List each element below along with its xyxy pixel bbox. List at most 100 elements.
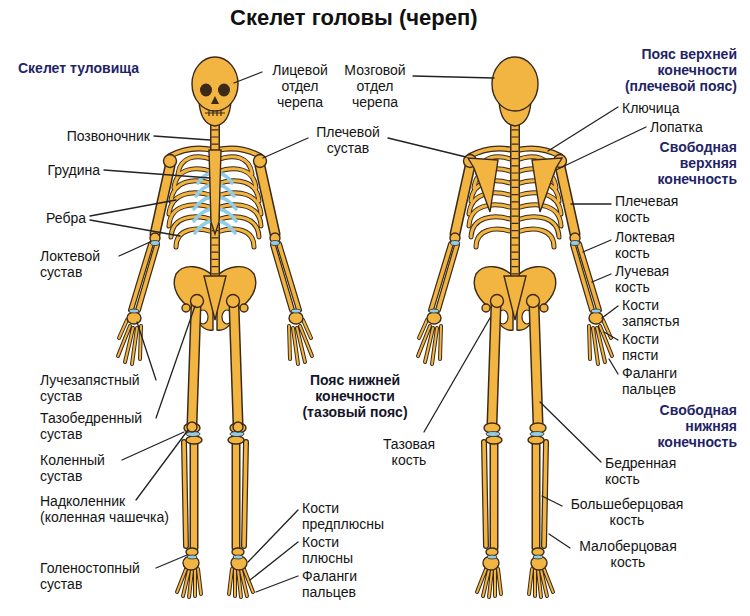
- part-label: Позвоночник: [67, 128, 150, 144]
- leader-line: [250, 542, 298, 580]
- label-slot: Фаланги пальцев: [302, 568, 372, 600]
- leader-line: [583, 240, 611, 252]
- part-label: Малоберцовая кость: [574, 538, 682, 570]
- leader-line: [592, 274, 611, 282]
- eye-socket: [200, 84, 212, 97]
- part-label: Бедренная кость: [605, 455, 685, 487]
- part-label: Тазобедренный сустав: [40, 410, 152, 442]
- eye-socket: [218, 84, 230, 97]
- section-heading: Пояс нижней конечности (тазовый пояс): [285, 372, 425, 420]
- diagram-title: Скелет головы (череп): [230, 4, 478, 32]
- label-slot: Кости пясти: [622, 331, 692, 363]
- part-label: Плечевая кость: [615, 193, 690, 225]
- label-slot: Малоберцовая кость: [574, 538, 682, 570]
- label-slot: Надколенник (коленная чашечка): [40, 493, 180, 525]
- part-label: Большеберцовая кость: [566, 496, 688, 528]
- label-slot: Кости предплюсны: [302, 500, 390, 532]
- label-slot: Большеберцовая кость: [566, 496, 688, 528]
- part-label: Грудина: [48, 162, 100, 178]
- part-label: Кости запястья: [622, 297, 692, 329]
- section-heading: Свободная верхняя конечность: [627, 139, 737, 187]
- label-slot: Тазобедренный сустав: [40, 410, 152, 442]
- label-slot: Пояс нижней конечности (тазовый пояс): [285, 372, 425, 420]
- back-skeleton: [418, 57, 612, 597]
- label-slot: Голеностопный сустав: [40, 560, 152, 592]
- label-slot: Кости плюсны: [302, 534, 372, 566]
- leader-line: [263, 138, 308, 158]
- label-slot: Коленный сустав: [40, 452, 118, 484]
- leader-line: [248, 510, 298, 562]
- leader-line: [549, 534, 570, 548]
- costal-cartilage: [219, 173, 236, 233]
- part-label: Лицевой отдел черепа: [266, 62, 334, 110]
- nose-cavity: [211, 96, 219, 104]
- part-label: Тазовая кость: [374, 436, 444, 468]
- part-label: Локтевая кость: [615, 229, 690, 261]
- label-slot: Ребра: [46, 210, 86, 226]
- leader-line: [609, 359, 618, 374]
- patella: [187, 422, 197, 432]
- label-slot: Кости запястья: [622, 297, 692, 329]
- part-label: Ребра: [46, 210, 86, 226]
- label-slot: Бедренная кость: [605, 455, 685, 487]
- sternum: [209, 150, 221, 234]
- label-slot: Лопатка: [650, 119, 703, 135]
- leader-line: [604, 332, 618, 340]
- part-label: Мозговой отдел черепа: [340, 62, 410, 110]
- leader-line: [413, 76, 494, 78]
- label-slot: Плечевая кость: [615, 193, 690, 225]
- leader-line: [156, 555, 187, 568]
- leader-line: [548, 107, 618, 151]
- leader-line: [424, 318, 490, 432]
- part-label: Лопатка: [650, 119, 703, 135]
- part-label: Локтевой сустав: [40, 248, 115, 280]
- label-slot: Свободная нижняя конечность: [627, 402, 737, 450]
- part-label: Кости предплюсны: [302, 500, 390, 532]
- label-slot: Пояс верхней конечности (плечевой пояс): [587, 46, 737, 94]
- part-label: Лучезапястный сустав: [40, 372, 152, 404]
- section-heading: Пояс верхней конечности (плечевой пояс): [587, 46, 737, 94]
- part-label: Надколенник (коленная чашечка): [40, 493, 180, 525]
- label-slot: Фаланги пальцев: [622, 365, 692, 397]
- label-slot: Локтевая кость: [615, 229, 690, 261]
- scapula: [532, 158, 562, 212]
- leader-line: [136, 430, 188, 500]
- title-slot: Скелет головы (череп): [230, 4, 478, 32]
- leader-line: [90, 72, 646, 592]
- back-skeleton: [418, 57, 612, 597]
- part-label: Коленный сустав: [40, 452, 118, 484]
- scapula: [468, 158, 498, 212]
- leader-line: [542, 496, 562, 506]
- leader-line: [388, 138, 466, 157]
- leader-line: [90, 220, 180, 236]
- leader-line: [540, 402, 601, 462]
- label-slot: Тазовая кость: [374, 436, 444, 468]
- patella: [233, 422, 243, 432]
- label-slot: Позвоночник: [67, 128, 150, 144]
- leader-line: [119, 242, 150, 256]
- label-slot: Лицевой отдел черепа: [266, 62, 334, 110]
- section-heading: Свободная нижняя конечность: [627, 402, 737, 450]
- section-heading: Скелет туловища: [18, 60, 139, 76]
- part-label: Плечевой сустав: [312, 124, 384, 156]
- label-slot: Лучевая кость: [615, 263, 690, 295]
- part-label: Голеностопный сустав: [40, 560, 152, 592]
- label-slot: Локтевой сустав: [40, 248, 115, 280]
- leader-line: [90, 200, 176, 216]
- leader-line: [256, 576, 298, 592]
- label-slot: Грудина: [48, 162, 100, 178]
- leader-line: [154, 136, 210, 140]
- label-slot: Мозговой отдел черепа: [340, 62, 410, 110]
- costal-cartilage: [194, 173, 211, 233]
- part-label: Фаланги пальцев: [302, 568, 372, 600]
- leader-line: [234, 72, 262, 83]
- label-slot: Лучезапястный сустав: [40, 372, 152, 404]
- leader-line: [602, 306, 618, 318]
- label-slot: Свободная верхняя конечность: [627, 139, 737, 187]
- part-label: Кости пясти: [622, 331, 692, 363]
- label-slot: Ключица: [622, 100, 679, 116]
- part-label: Ключица: [622, 100, 679, 116]
- leader-line: [571, 203, 611, 204]
- part-label: Лучевая кость: [615, 263, 690, 295]
